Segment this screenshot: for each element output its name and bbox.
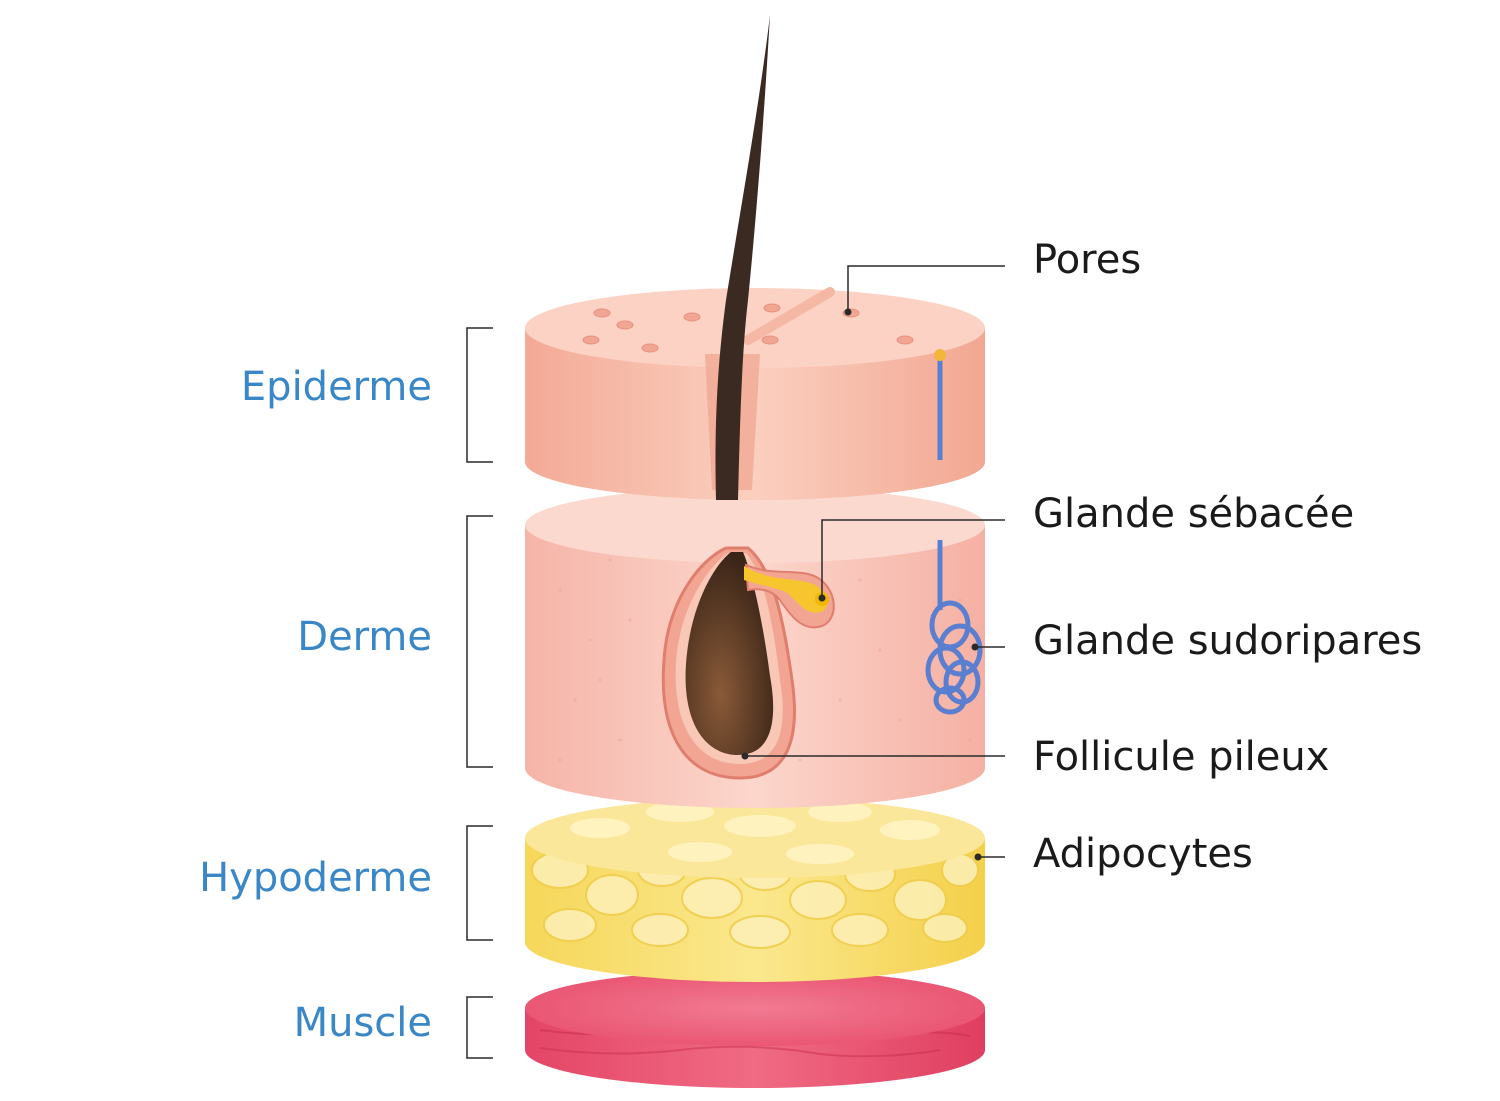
muscle-layer bbox=[525, 970, 985, 1088]
sebaceous-gland bbox=[744, 563, 835, 629]
dermis-layer bbox=[525, 487, 985, 808]
layer-label-epidermis: Epiderme bbox=[240, 364, 432, 410]
hypodermis-layer bbox=[525, 798, 985, 982]
part-label-sweat-gland: Glande sudoripares bbox=[1033, 618, 1423, 664]
layer-brackets bbox=[466, 327, 493, 1059]
part-label-adipocytes: Adipocytes bbox=[1033, 831, 1253, 877]
part-label-hair-follicle: Follicule pileux bbox=[1033, 734, 1330, 780]
part-label-pores: Pores bbox=[1033, 237, 1142, 283]
hair-shaft bbox=[715, 15, 770, 500]
layer-label-dermis: Derme bbox=[297, 614, 432, 660]
sweat-gland bbox=[925, 540, 983, 715]
leader-dots bbox=[741, 308, 982, 861]
epidermis-layer bbox=[525, 287, 985, 500]
layer-label-muscle: Muscle bbox=[293, 1000, 432, 1046]
leader-lines bbox=[745, 265, 1005, 858]
part-label-sebaceous-gland: Glande sébacée bbox=[1033, 491, 1355, 537]
hair-follicle bbox=[661, 546, 796, 780]
layer-label-hypodermis: Hypoderme bbox=[199, 855, 432, 901]
